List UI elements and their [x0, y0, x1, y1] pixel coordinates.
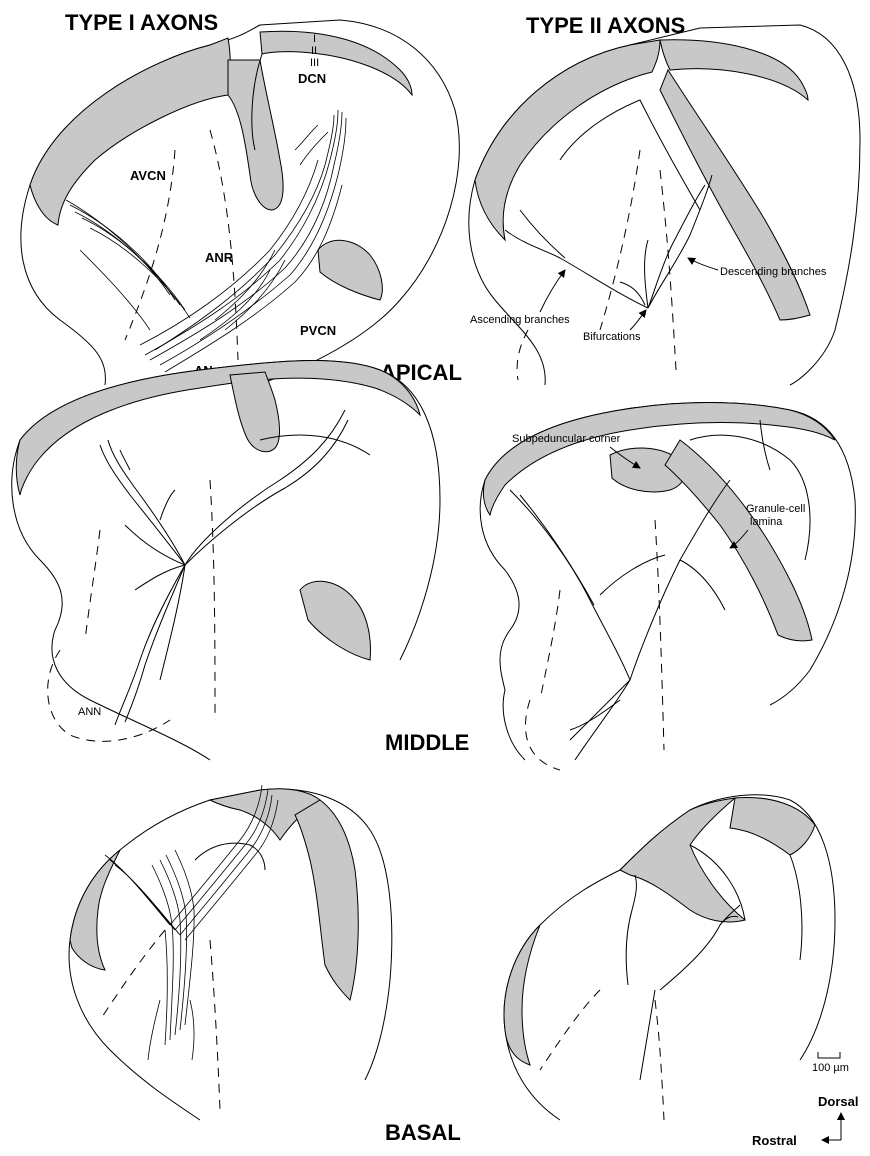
apical-type2-gcl-band-right — [660, 40, 808, 100]
subpeduncular-label: Subpeduncular corner — [512, 433, 621, 445]
bifurcations-arrow — [630, 310, 646, 330]
scale-bar-line — [818, 1052, 840, 1058]
apical-type1-gcl-wedge — [228, 60, 283, 210]
bifurcations-label: Bifurcations — [583, 331, 641, 343]
middle-type2-section: Subpeduncular corner Granule-cell lamina — [480, 403, 855, 771]
type1-header: TYPE I AXONS — [65, 10, 218, 35]
basal-type2-gcl-band — [620, 798, 745, 922]
pvcn-label: PVCN — [300, 323, 336, 338]
ann-label: ANN — [78, 706, 101, 718]
layer-ii-label: II — [311, 45, 317, 57]
granule-label-line2: lamina — [750, 516, 783, 528]
anr-label: ANR — [205, 250, 234, 265]
ascending-label: Ascending branches — [470, 314, 570, 326]
basal-type1-section — [69, 785, 392, 1120]
apical-type1-dcn-band — [260, 31, 412, 95]
ascending-arrow — [540, 270, 565, 312]
basal-type1-gcl-left — [70, 850, 120, 970]
apical-type1-section: I II III DCN AVCN ANR PVCN AN — [21, 20, 459, 385]
apical-type2-gcl-band-left — [475, 40, 660, 240]
middle-type1-axons — [100, 410, 348, 725]
middle-type1-section: ANN — [12, 361, 440, 760]
apical-type2-axons — [505, 175, 712, 308]
orientation-indicator: Dorsal Rostral — [752, 1094, 858, 1148]
basal-type2-gcl-right — [730, 797, 815, 855]
descending-arrow — [688, 258, 718, 270]
middle-type1-gcl-band — [16, 361, 420, 495]
scale-bar-label: 100 µm — [812, 1062, 849, 1074]
avcn-label: AVCN — [130, 168, 166, 183]
basal-type1-gcl-right — [295, 800, 358, 1000]
rostral-label: Rostral — [752, 1133, 797, 1148]
apical-type1-gcl-band — [30, 38, 230, 225]
dcn-label: DCN — [298, 71, 326, 86]
scale-bar: 100 µm — [812, 1052, 849, 1074]
middle-type1-gcl-wedge — [230, 372, 280, 452]
granule-label-line1: Granule-cell — [746, 503, 805, 515]
basal-type2-gcl-left — [504, 925, 540, 1065]
middle-level-label: MIDDLE — [385, 730, 469, 755]
apical-type1-pvcn-patch — [318, 240, 382, 300]
basal-type1-axon-field — [105, 785, 278, 1060]
basal-type2-section — [504, 795, 835, 1120]
descending-label: Descending branches — [720, 266, 827, 278]
basal-level-label: BASAL — [385, 1120, 461, 1145]
type2-header: TYPE II AXONS — [526, 13, 685, 38]
dorsal-label: Dorsal — [818, 1094, 858, 1109]
layer-iii-label: III — [310, 57, 319, 69]
apical-type2-gcl-diagonal — [660, 70, 810, 320]
apical-type2-section: Ascending branches Bifurcations Descendi… — [469, 25, 860, 385]
middle-type1-pvcn-patch — [300, 581, 370, 660]
layer-i-label: I — [313, 33, 316, 45]
